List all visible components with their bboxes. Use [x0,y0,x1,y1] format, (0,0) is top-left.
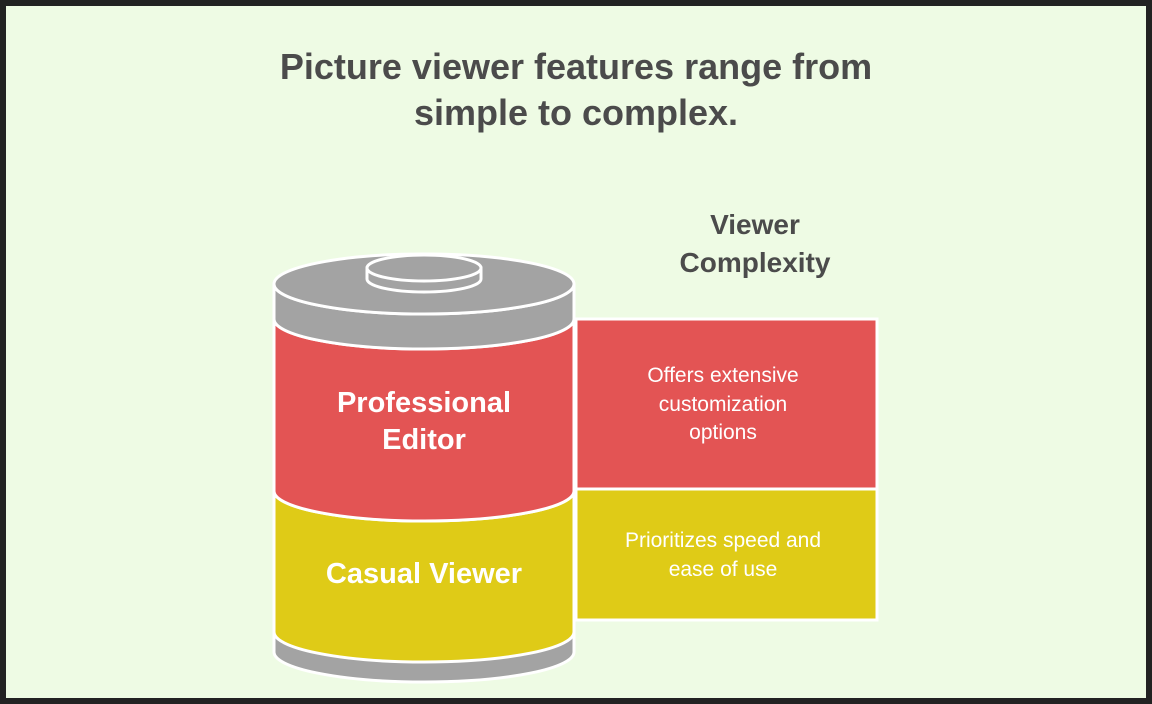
professional-editor-description-line-2: customization [658,392,788,416]
professional-editor-description: Offers extensive customization options [582,362,864,448]
professional-editor-description-line-3: options [689,421,757,444]
cylinder-diagram [272,252,879,684]
infographic: Picture viewer features range from simpl… [6,6,1146,698]
cylinder-knob-top [365,253,483,283]
casual-viewer-description: Prioritizes speed and ease of use [582,527,864,584]
professional-editor-label-line-1: Professional [336,387,512,419]
casual-viewer-description-line-2: ease of use [668,557,778,581]
professional-editor-description-box [574,317,879,491]
complexity-axis-label: Viewer Complexity [635,206,875,282]
casual-viewer-label: Casual Viewer [290,556,558,593]
title-line-1: Picture viewer features range from [279,46,873,87]
axis-label-line-1: Viewer [710,209,800,240]
diagram-title: Picture viewer features range from simpl… [176,44,976,136]
professional-editor-description-line-1: Offers extensive [647,364,799,387]
professional-editor-label: Professional Editor [290,385,558,459]
title-line-2: simple to complex. [413,92,739,133]
casual-viewer-label-line-1: Casual Viewer [325,558,523,590]
axis-label-line-2: Complexity [679,247,831,278]
casual-viewer-description-line-1: Prioritizes speed and [624,529,822,552]
professional-editor-label-line-2: Editor [382,424,466,456]
casual-viewer-description-box [574,487,879,622]
